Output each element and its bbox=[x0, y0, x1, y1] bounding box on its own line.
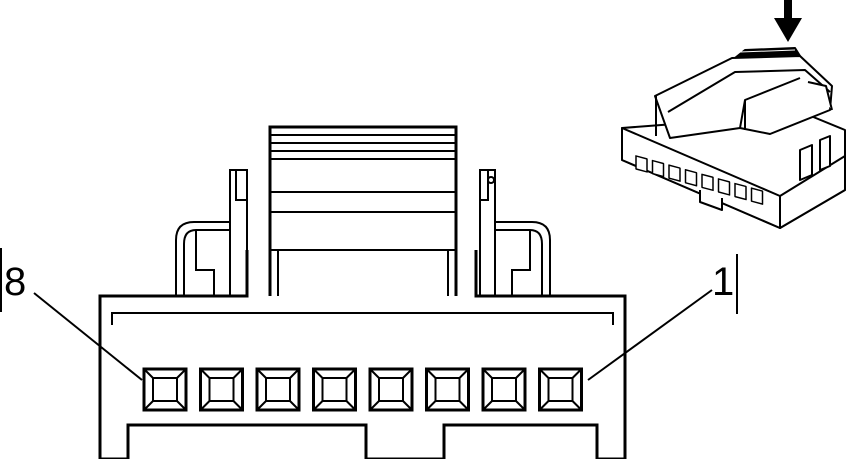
pin-label-1: 1 bbox=[712, 260, 735, 304]
leader-line-1 bbox=[587, 289, 713, 381]
mini-pin-cavity bbox=[750, 187, 764, 205]
connector-3d-view bbox=[621, 47, 846, 229]
housing-outline bbox=[98, 250, 627, 459]
pin-cavity bbox=[538, 367, 583, 412]
inner-rail bbox=[111, 312, 614, 325]
pin-cavity bbox=[481, 367, 527, 412]
right-guide bbox=[495, 221, 551, 296]
mini-pin-cavity bbox=[651, 159, 665, 178]
left-guide bbox=[175, 221, 230, 296]
mini-pin-cavity bbox=[734, 182, 747, 201]
pin-row bbox=[142, 367, 583, 412]
label-8-bracket bbox=[0, 248, 2, 312]
pin-cavity bbox=[368, 367, 414, 412]
label-1-bracket bbox=[736, 254, 738, 314]
arrow-down-icon bbox=[774, 0, 802, 42]
pin-cavity bbox=[142, 367, 188, 412]
mini-pin-cavity bbox=[701, 173, 714, 192]
center-tab bbox=[364, 425, 446, 461]
mini-pin-cavity bbox=[668, 164, 681, 182]
pin-cavity bbox=[425, 367, 470, 412]
pin-cavity bbox=[199, 367, 244, 412]
latch-inner bbox=[277, 250, 449, 296]
leader-line-8 bbox=[33, 292, 143, 381]
mini-pin-cavity bbox=[635, 155, 648, 173]
right-post-dot bbox=[487, 176, 495, 184]
right-post bbox=[479, 169, 496, 296]
pin-cavity bbox=[312, 367, 357, 412]
pin-label-8: 8 bbox=[4, 260, 27, 304]
mini-pin-cavity bbox=[717, 178, 731, 196]
pin-cavity bbox=[255, 367, 301, 412]
left-post bbox=[229, 169, 248, 296]
mini-pin-cavity bbox=[684, 168, 698, 187]
housing-bottom bbox=[100, 423, 625, 461]
